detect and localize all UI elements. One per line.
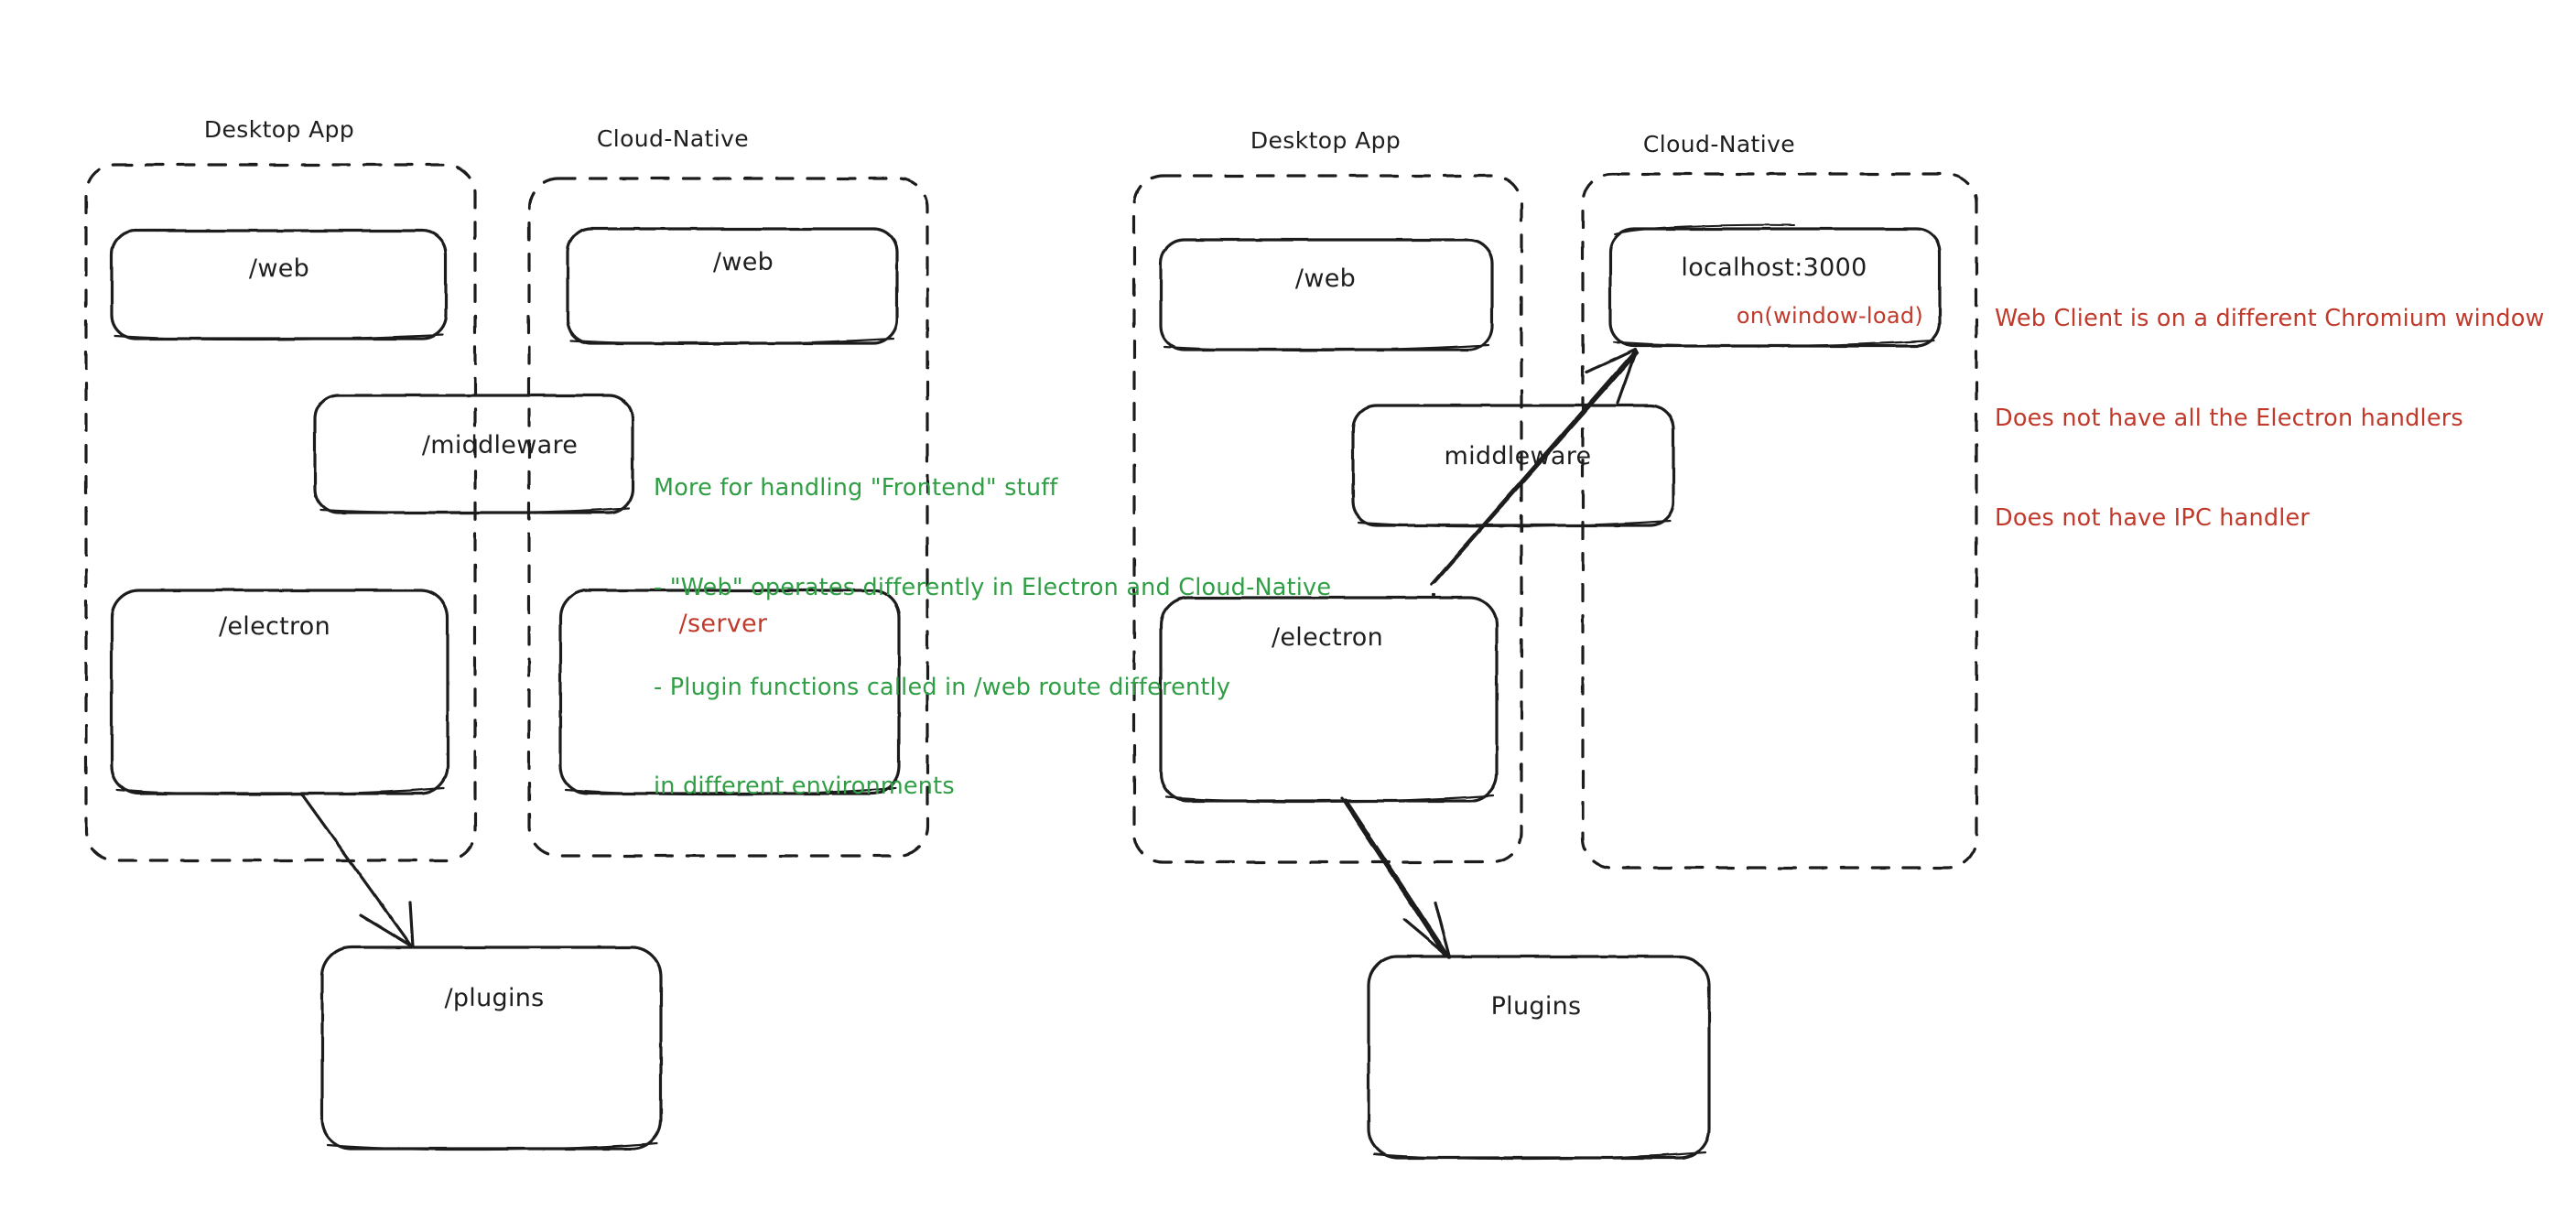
shape-right-electron bbox=[1159, 596, 1499, 804]
shape-left-desktop-web bbox=[110, 229, 448, 341]
shape-left-middleware bbox=[313, 394, 634, 514]
shape-right-plugins bbox=[1367, 955, 1711, 1161]
shape-left-electron bbox=[110, 589, 449, 796]
group-right-desktop-app bbox=[1132, 174, 1523, 864]
group-right-cloud-native bbox=[1581, 172, 1978, 870]
arrow-left-electron-to-plugins bbox=[300, 793, 415, 948]
arrow-right-electron-to-localhost bbox=[1430, 348, 1639, 597]
shape-left-cloud-web bbox=[566, 227, 899, 345]
shape-right-desktop-web bbox=[1159, 238, 1494, 351]
shape-right-localhost bbox=[1608, 223, 1942, 348]
shape-right-middleware bbox=[1351, 404, 1675, 528]
arrow-right-electron-to-plugins bbox=[1340, 796, 1452, 959]
group-left-cloud-native bbox=[527, 177, 929, 858]
shape-left-server bbox=[558, 589, 901, 796]
shape-left-plugins bbox=[320, 946, 663, 1151]
